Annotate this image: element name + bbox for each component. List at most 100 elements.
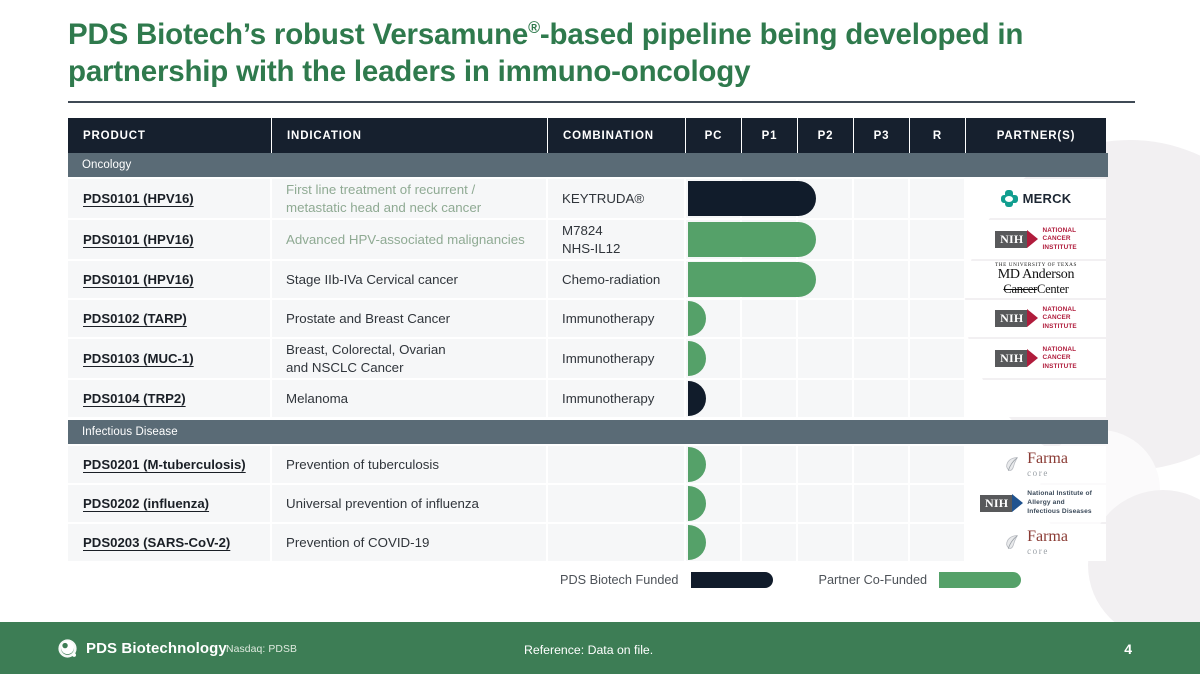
md-anderson-center-line: CancerCenter <box>1003 282 1069 296</box>
phase-cell-p3 <box>854 300 910 337</box>
table-row: PDS0201 (M-tuberculosis) Prevention of t… <box>68 446 1108 483</box>
combination-cell <box>548 485 686 522</box>
phase-cell-p2 <box>798 380 854 417</box>
merck-cross-icon <box>1000 190 1018 207</box>
phase-cell-p1 <box>742 220 798 259</box>
product-link[interactable]: PDS0104 (TRP2) <box>83 391 186 406</box>
table-row: PDS0101 (HPV16) First line treatment of … <box>68 179 1108 218</box>
md-anderson-name: MD Anderson <box>997 267 1075 283</box>
indication-text: Melanoma <box>286 391 349 406</box>
column-header-r: R <box>910 118 966 153</box>
table-row: PDS0104 (TRP2) Melanoma Immunotherapy <box>68 380 1108 417</box>
footer-ticker: Nasdaq: PDSB <box>226 644 298 655</box>
product-link[interactable]: PDS0101 (HPV16) <box>83 272 194 287</box>
indication-text: Prevention of COVID-19 <box>286 535 430 550</box>
product-link[interactable]: PDS0203 (SARS-CoV-2) <box>83 535 231 550</box>
combination-cell: Immunotherapy <box>548 380 686 417</box>
column-header-combination: COMBINATION <box>548 118 686 153</box>
footer-reference: Reference: Data on file. <box>524 643 654 657</box>
indication-text: Stage IIb-IVa Cervical cancer <box>286 272 458 287</box>
product-cell[interactable]: PDS0104 (TRP2) <box>68 380 272 417</box>
merck-logo: MERCK <box>1000 190 1072 207</box>
column-header-product: PRODUCT <box>68 118 272 153</box>
product-cell[interactable]: PDS0201 (M-tuberculosis) <box>68 446 272 483</box>
phase-cell-pc <box>686 300 742 337</box>
product-cell[interactable]: PDS0203 (SARS-CoV-2) <box>68 524 272 561</box>
product-link[interactable]: PDS0101 (HPV16) <box>83 232 194 247</box>
product-link[interactable]: PDS0101 (HPV16) <box>83 191 194 206</box>
nih-abbreviation: NIH <box>995 230 1028 249</box>
product-link[interactable]: PDS0201 (M-tuberculosis) <box>83 457 246 472</box>
partner-cell: THE UNIVERSITY OF TEXAS MD Anderson Canc… <box>966 261 1106 298</box>
phase-cell-p3 <box>854 220 910 259</box>
product-cell[interactable]: PDS0101 (HPV16) <box>68 220 272 259</box>
combination-text: KEYTRUDA® <box>562 191 645 206</box>
combination-cell <box>548 446 686 483</box>
column-header-p3: P3 <box>854 118 910 153</box>
farmacore-leaf-icon <box>1006 456 1019 471</box>
product-cell[interactable]: PDS0202 (influenza) <box>68 485 272 522</box>
phase-cell-r <box>910 446 966 483</box>
phase-cell-r <box>910 524 966 561</box>
md-anderson-university-line: THE UNIVERSITY OF TEXAS <box>995 261 1077 268</box>
column-header-partners: PARTNER(S) <box>966 118 1106 153</box>
indication-cell: Universal prevention of influenza <box>272 485 548 522</box>
indication-cell: Melanoma <box>272 380 548 417</box>
indication-text: First line treatment of recurrent /metas… <box>286 181 482 215</box>
page-title: PDS Biotech’s robust Versamune®-based pi… <box>68 16 1088 90</box>
phase-cell-p2 <box>798 261 854 298</box>
combination-cell: Immunotherapy <box>548 339 686 378</box>
phase-cell-pc <box>686 380 742 417</box>
table-header-row: PRODUCT INDICATION COMBINATION PC P1 P2 … <box>68 118 1108 153</box>
product-cell[interactable]: PDS0101 (HPV16) <box>68 179 272 218</box>
combination-cell: KEYTRUDA® <box>548 179 686 218</box>
product-link[interactable]: PDS0102 (TARP) <box>83 311 187 326</box>
table-row: PDS0102 (TARP) Prostate and Breast Cance… <box>68 300 1108 337</box>
product-link[interactable]: PDS0103 (MUC-1) <box>83 351 194 366</box>
legend-swatch-partner-funded <box>939 572 1022 588</box>
phase-cell-p2 <box>798 339 854 378</box>
legend: PDS Biotech Funded Partner Co-Funded <box>560 572 1022 588</box>
phase-cell-p2 <box>798 179 854 218</box>
product-cell[interactable]: PDS0102 (TARP) <box>68 300 272 337</box>
product-link[interactable]: PDS0202 (influenza) <box>83 496 210 511</box>
phase-cell-p2 <box>798 300 854 337</box>
merck-wordmark: MERCK <box>1022 191 1072 206</box>
nih-abbreviation: NIH <box>980 494 1013 513</box>
phase-cell-p3 <box>854 446 910 483</box>
indication-cell: First line treatment of recurrent /metas… <box>272 179 548 218</box>
product-cell[interactable]: PDS0101 (HPV16) <box>68 261 272 298</box>
phase-cell-pc <box>686 485 742 522</box>
phase-cell-r <box>910 220 966 259</box>
phase-cell-p1 <box>742 339 798 378</box>
phase-cell-p1 <box>742 446 798 483</box>
phase-cell-r <box>910 485 966 522</box>
md-anderson-cancer-center-logo: THE UNIVERSITY OF TEXAS MD Anderson Canc… <box>995 261 1077 296</box>
section-band-infectious-disease: Infectious Disease <box>68 420 1108 444</box>
phase-cell-p3 <box>854 179 910 218</box>
phase-cell-p2 <box>798 485 854 522</box>
combination-text: Immunotherapy <box>562 351 655 366</box>
partner-cell: MERCK <box>966 179 1106 218</box>
phase-cell-r <box>910 261 966 298</box>
product-cell[interactable]: PDS0103 (MUC-1) <box>68 339 272 378</box>
table-row: PDS0101 (HPV16) Advanced HPV-associated … <box>68 220 1108 259</box>
indication-text: Prostate and Breast Cancer <box>286 311 451 326</box>
